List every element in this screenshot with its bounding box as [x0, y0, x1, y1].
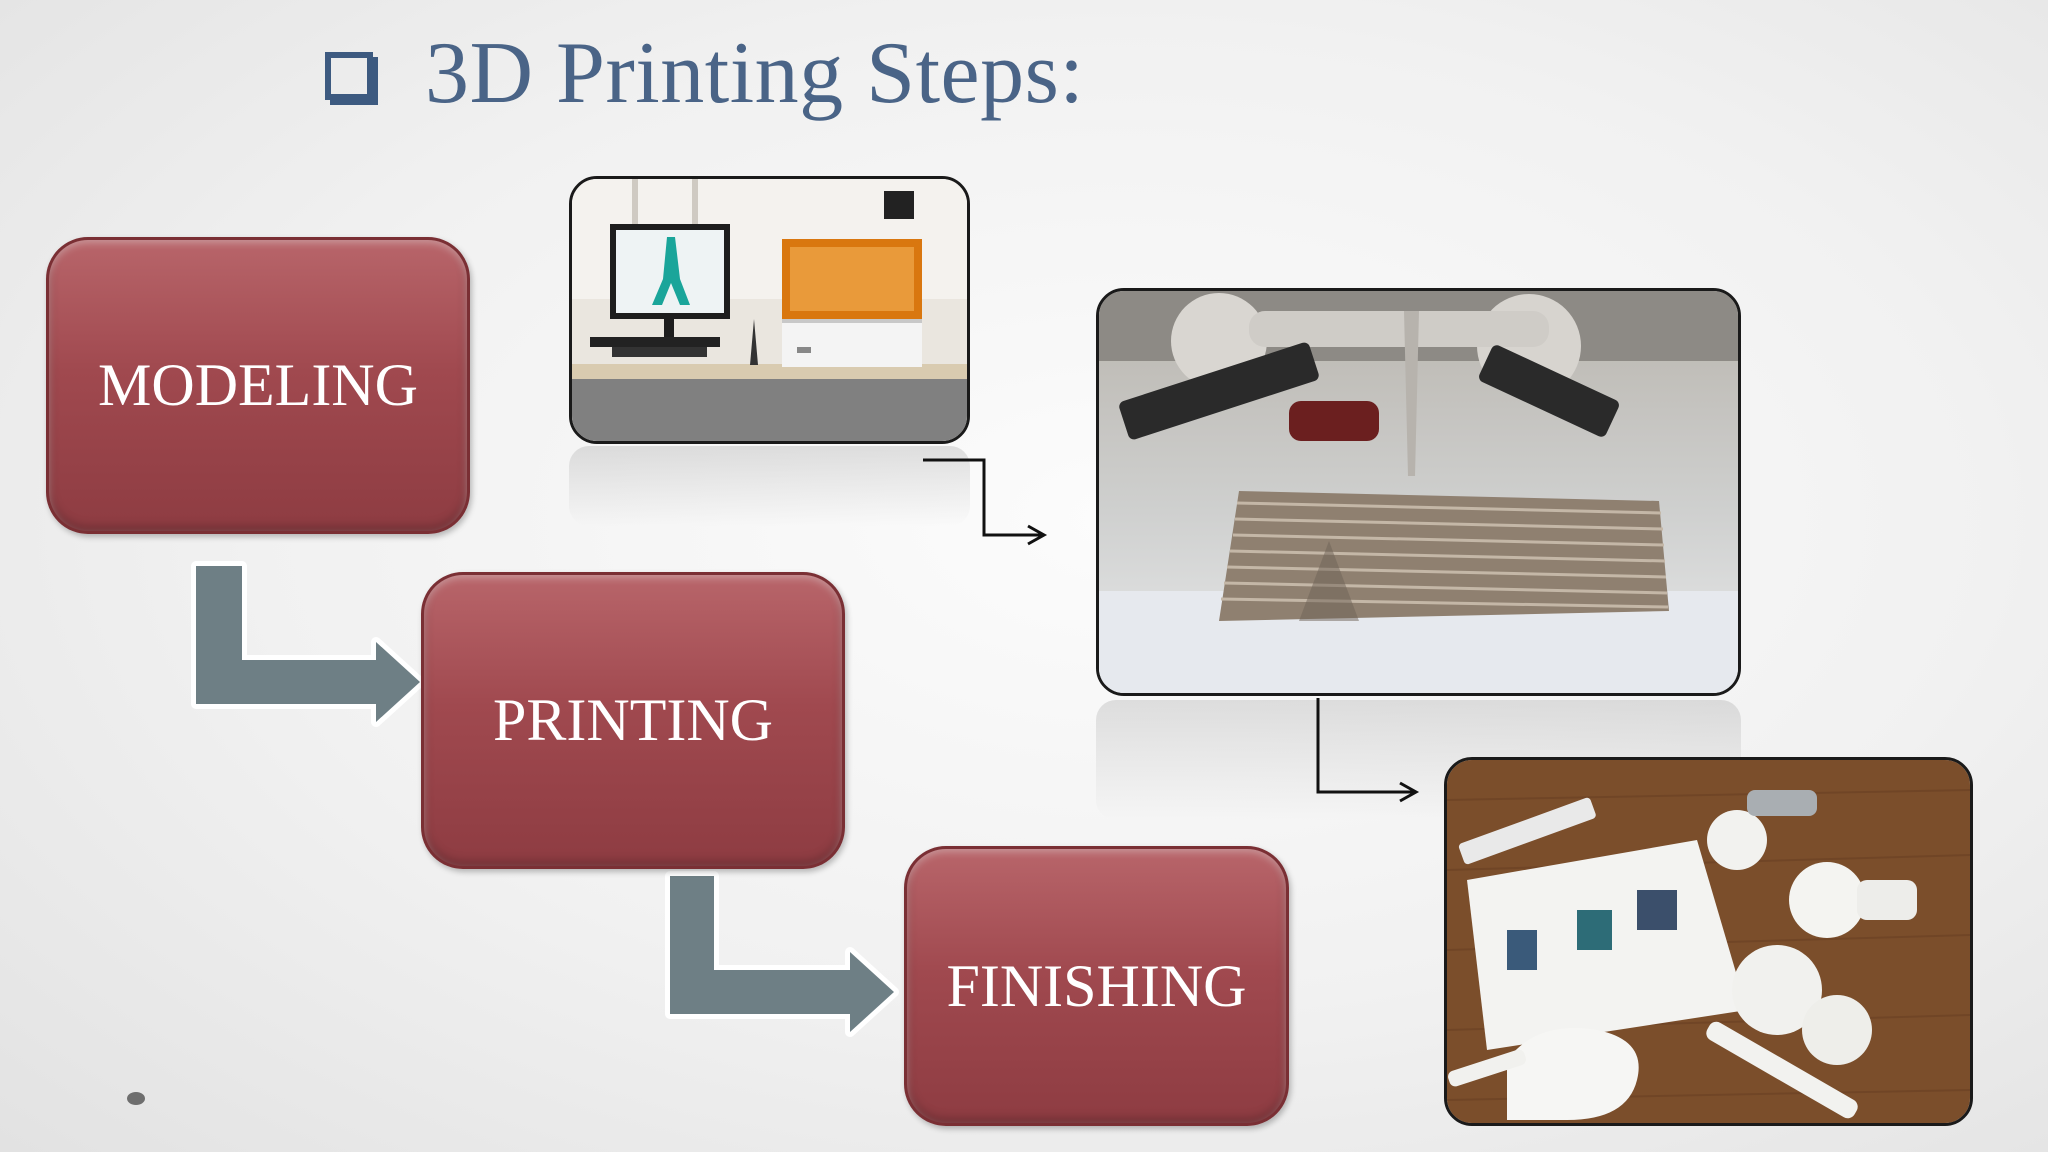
printing-photo: [1096, 288, 1741, 696]
step-label-printing: PRINTING: [493, 687, 773, 753]
finishing-photo: [1444, 757, 1973, 1126]
checkbox-square-icon: [325, 52, 373, 100]
step-box-printing: PRINTING: [421, 572, 845, 869]
title-row: 3D Printing Steps:: [325, 18, 1084, 128]
step-label-modeling: MODELING: [98, 352, 418, 418]
step-label-finishing: FINISHING: [946, 952, 1247, 1019]
step-box-finishing: FINISHING: [904, 846, 1289, 1126]
step-box-modeling: MODELING: [46, 237, 470, 534]
modeling-photo-reflection: [569, 446, 970, 526]
modeling-photo: [569, 176, 970, 444]
slide-indicator-dot: [127, 1092, 145, 1105]
process-arrow-2: [665, 871, 899, 1037]
slide-title: 3D Printing Steps:: [425, 24, 1085, 122]
process-arrow-1: [191, 561, 425, 727]
